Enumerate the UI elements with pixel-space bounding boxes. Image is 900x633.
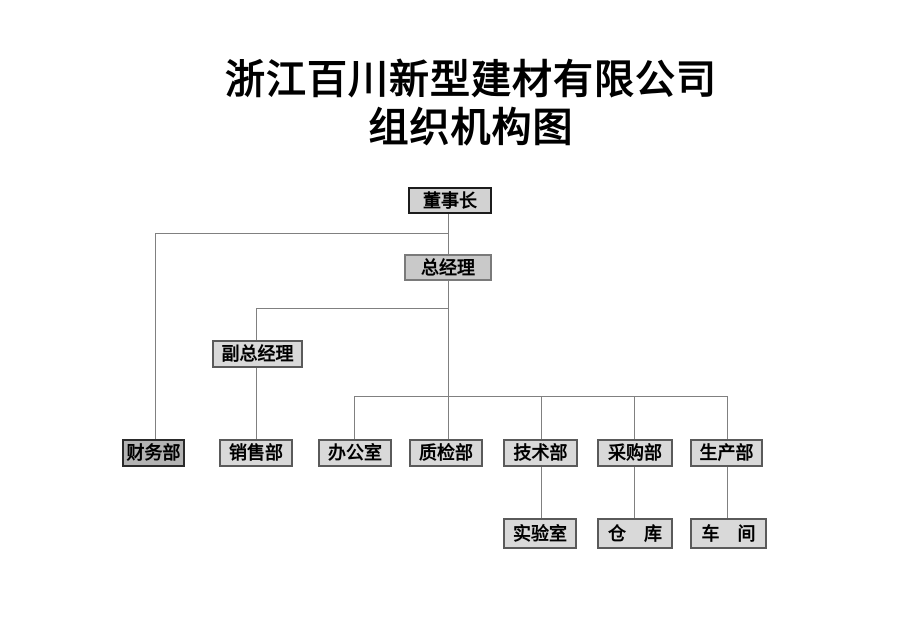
org-node-office: 办公室: [318, 439, 392, 467]
org-node-quality-dept: 质检部: [409, 439, 483, 467]
org-node-sales-dept: 销售部: [219, 439, 293, 467]
connector-gm-down-to-quality: [448, 281, 449, 439]
connector-purchasing-drop: [634, 396, 635, 439]
connector-top-branch: [155, 233, 449, 234]
connector-production-drop: [727, 396, 728, 439]
org-node-warehouse: 仓 库: [597, 518, 673, 549]
connector-deputy-to-sales: [256, 368, 257, 439]
org-node-finance-dept: 财务部: [122, 439, 185, 467]
chart-title-line2: 组织机构图: [368, 105, 574, 150]
org-node-technology-dept: 技术部: [503, 439, 578, 467]
connector-technology-to-laboratory: [541, 467, 542, 518]
connector-gm-top: [448, 233, 449, 254]
org-node-general-manager: 总经理: [404, 254, 492, 281]
chart-title-line1: 浙江百川新型建材有限公司: [225, 57, 717, 102]
org-node-purchasing-dept: 采购部: [597, 439, 673, 467]
connector-deputy-top: [256, 308, 257, 340]
org-node-workshop: 车 间: [690, 518, 767, 549]
connector-production-to-workshop: [727, 467, 728, 518]
connector-dept-branch: [354, 396, 727, 397]
org-node-deputy-general-manager: 副总经理: [212, 340, 303, 368]
connector-finance-drop: [155, 233, 156, 439]
org-node-production-dept: 生产部: [690, 439, 763, 467]
org-node-chairman: 董事长: [408, 187, 492, 214]
connector-office-drop: [354, 396, 355, 439]
connector-purchasing-to-warehouse: [634, 467, 635, 518]
connector-chairman-down: [448, 214, 449, 233]
chart-title: 浙江百川新型建材有限公司 组织机构图: [41, 56, 900, 152]
connector-deputy-branch: [256, 308, 449, 309]
org-node-laboratory: 实验室: [503, 518, 577, 549]
connector-technology-drop: [541, 396, 542, 439]
